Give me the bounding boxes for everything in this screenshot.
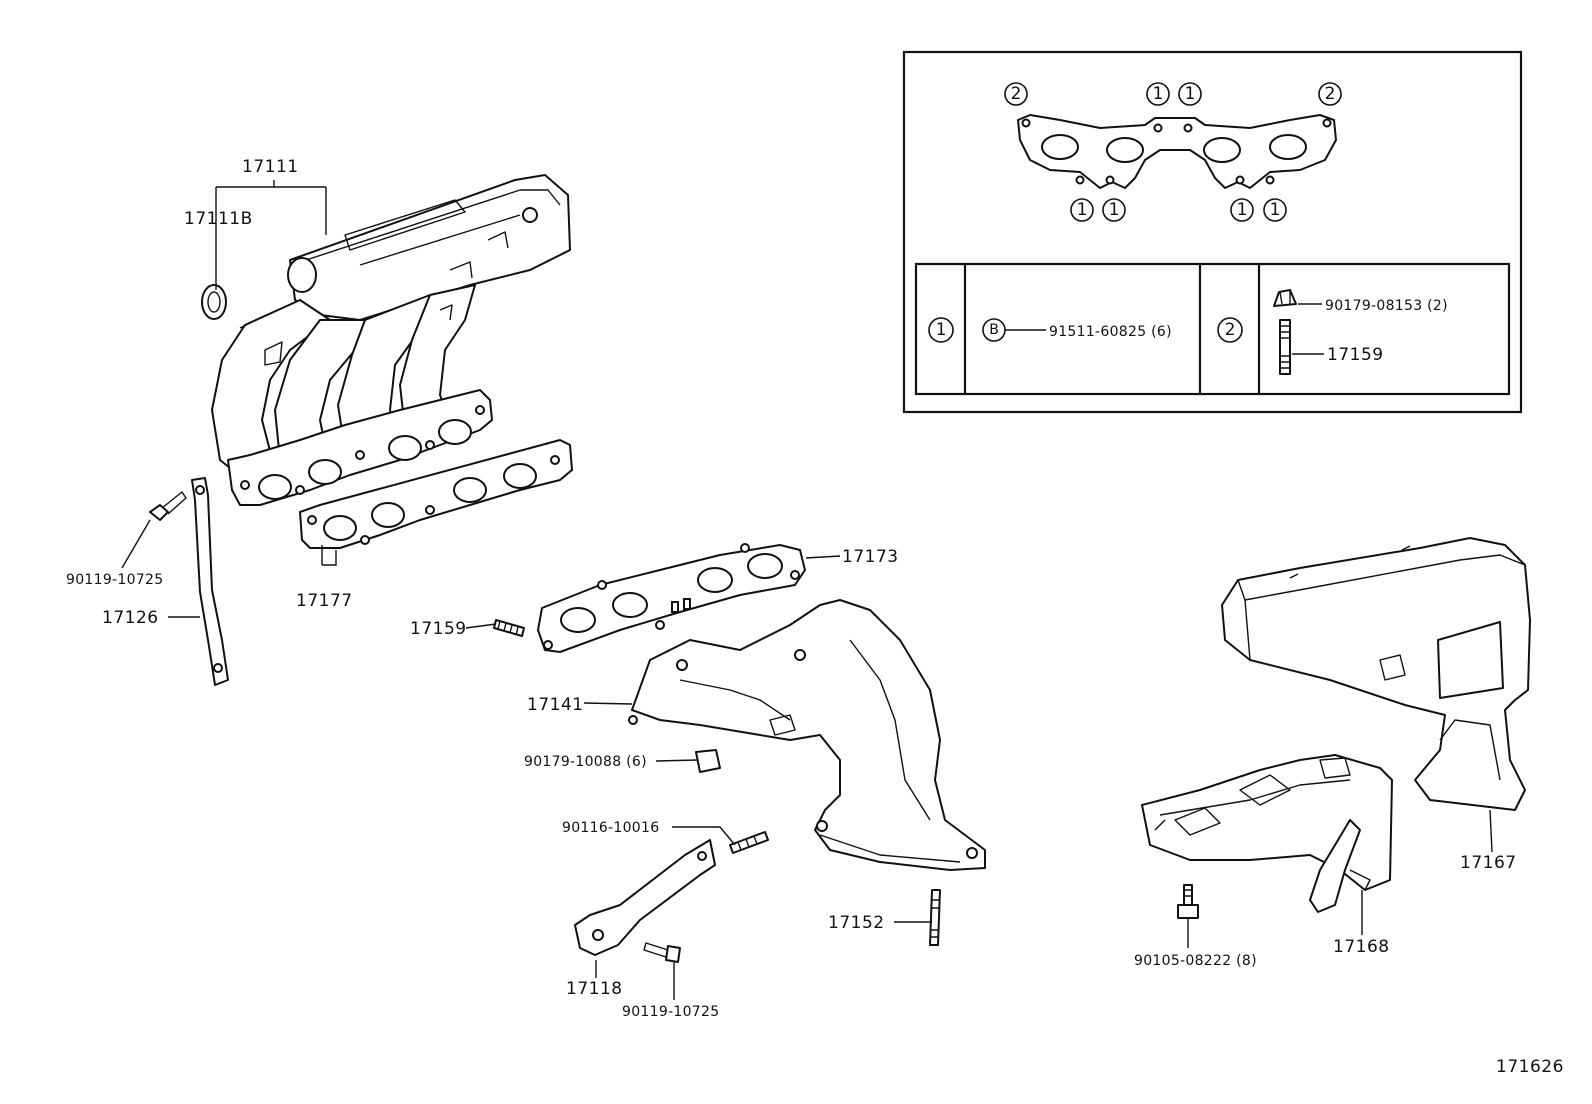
label-17126: 17126 (102, 608, 159, 628)
marker-1-bottom-c: 1 (1237, 200, 1248, 220)
label-17168: 17168 (1333, 937, 1390, 957)
table-part-90179-08153: 90179-08153 (2) (1325, 298, 1448, 314)
bolt-90119-b-drawing (643, 942, 681, 963)
callout-labels: 17111 17111B 90119-10725 17126 17177 171… (66, 157, 1564, 1077)
inset-gasket-drawing (1017, 114, 1337, 189)
label-17159: 17159 (410, 619, 467, 639)
table-marker-2: 2 (1225, 320, 1236, 340)
label-17118: 17118 (566, 979, 623, 999)
marker-2-left: 2 (1011, 84, 1022, 104)
intake-gasket-17177-drawing (299, 439, 573, 549)
stud-17159-small-drawing (1279, 319, 1291, 375)
inset-fastener-table: 1 B 91511-60825 (6) 2 90179-08153 (2) 17… (914, 262, 1511, 396)
label-17111: 17111 (242, 157, 299, 177)
intake-manifold-drawing (211, 174, 571, 506)
label-17177: 17177 (296, 591, 353, 611)
stud-17152-drawing (929, 889, 941, 946)
marker-1-top-b: 1 (1185, 84, 1196, 104)
marker-1-top-a: 1 (1153, 84, 1164, 104)
stud-17159-drawing (493, 619, 525, 637)
bolt-90119-a-drawing (149, 491, 187, 521)
bolt-type-b-marker: B (989, 322, 999, 338)
label-90105: 90105-08222 (8) (1134, 953, 1257, 969)
label-90116: 90116-10016 (562, 820, 659, 836)
bolt-90105-drawing (1177, 884, 1199, 919)
stay-17126-drawing (191, 477, 229, 686)
exhaust-manifold-17141-drawing (628, 599, 986, 871)
table-part-91511: 91511-60825 (6) (1049, 324, 1172, 340)
inset-markers: 2 1 1 2 1 1 1 1 (1004, 82, 1342, 222)
leader-lines (121, 180, 1493, 1000)
label-90119-a: 90119-10725 (66, 572, 163, 588)
label-90179-10088: 90179-10088 (6) (524, 754, 647, 770)
table-part-17159: 17159 (1327, 345, 1384, 365)
label-17173: 17173 (842, 547, 899, 567)
table-marker-1: 1 (936, 320, 947, 340)
stud-90116-drawing (729, 831, 769, 854)
nut-90179-10088-drawing (695, 749, 721, 773)
detail-inset: 2 1 1 2 1 1 1 1 1 B 9151 (902, 50, 1523, 414)
lower-insulator-17168-drawing (1141, 754, 1393, 913)
exhaust-gasket-17173-drawing (537, 543, 806, 653)
label-17111b: 17111B (184, 209, 253, 229)
heat-insulator-17167-drawing (1221, 537, 1531, 811)
marker-1-bottom-d: 1 (1270, 200, 1281, 220)
bracket-17118-drawing (574, 839, 716, 956)
marker-1-bottom-a: 1 (1077, 200, 1088, 220)
marker-1-bottom-b: 1 (1109, 200, 1120, 220)
gasket-ring-17111b-drawing (201, 284, 227, 320)
label-17152: 17152 (828, 913, 885, 933)
label-17167: 17167 (1460, 853, 1517, 873)
label-17141: 17141 (527, 695, 584, 715)
nut-90179-08153-drawing (1273, 289, 1297, 307)
label-171626: 171626 (1496, 1057, 1564, 1077)
marker-2-right: 2 (1325, 84, 1336, 104)
label-90119-b: 90119-10725 (622, 1004, 719, 1020)
